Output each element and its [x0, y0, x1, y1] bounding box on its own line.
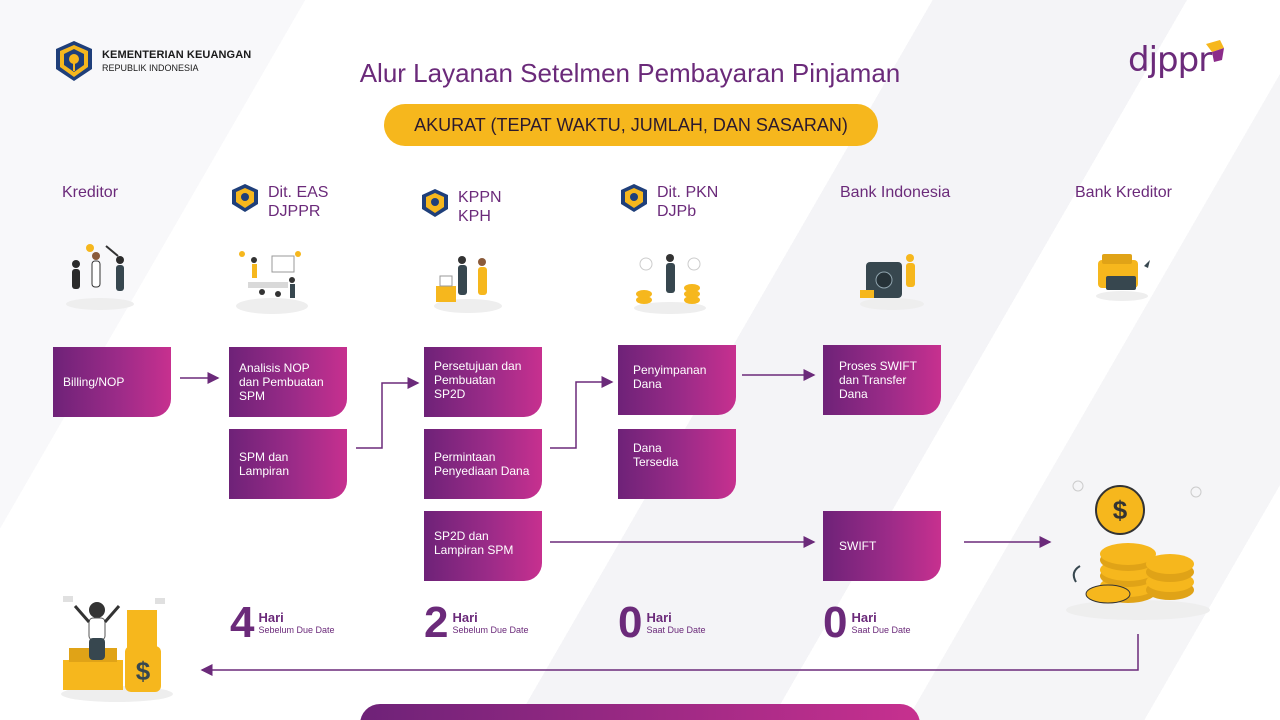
column-header-dit-pkn: Dit. PKN DJPb [619, 183, 718, 221]
kemenkeu-logo: KEMENTERIAN KEUANGAN REPUBLIK INDONESIA [52, 38, 252, 84]
timeline-unit: Hari [452, 609, 478, 625]
column-header-bank-kreditor: Bank Kreditor [1075, 183, 1172, 202]
timeline-days-number: 0 [823, 598, 848, 647]
kemenkeu-emblem-icon [232, 184, 258, 212]
page-title: Alur Layanan Setelmen Pembayaran Pinjama… [359, 58, 901, 88]
vault-safe-illustration [860, 254, 924, 310]
box-permintaan-dana: Permintaan Penyediaan Dana [424, 429, 542, 499]
timeline-dit-eas: 4 Hari Sebelum Due Date [230, 598, 335, 647]
box-proses-swift: Proses SWIFT dan Transfer Dana [823, 345, 941, 415]
column-header-label: Dit. EAS [268, 184, 329, 201]
box-text: Dana [839, 387, 868, 401]
arrow-return-to-kreditor [200, 634, 1139, 676]
bottom-gradient-bar [360, 704, 920, 720]
box-text: SP2D [434, 387, 466, 401]
box-sp2d-lampiran: SP2D dan Lampiran SPM [424, 511, 542, 581]
box-spm-lampiran: SPM dan Lampiran [229, 429, 347, 499]
box-text: SP2D dan [434, 529, 489, 543]
box-text: Lampiran SPM [434, 543, 514, 557]
kemenkeu-emblem-icon [621, 184, 647, 212]
timeline-desc: Sebelum Due Date [258, 624, 335, 635]
box-dana-tersedia: Dana Tersedia [618, 429, 736, 499]
column-header-kppn: KPPN KPH [420, 188, 502, 226]
column-header-sublabel: KPH [458, 208, 491, 225]
djppr-mark-icon [1206, 40, 1224, 62]
timeline-desc: Saat Due Date [646, 624, 706, 635]
box-text: Proses SWIFT [839, 359, 918, 373]
column-header-sublabel: DJPb [657, 203, 697, 220]
timeline-dit-pkn: 0 Hari Saat Due Date [618, 598, 706, 647]
timeline-kppn: 2 Hari Sebelum Due Date [424, 598, 529, 647]
box-text: dan Transfer [839, 373, 907, 387]
accuracy-pill: AKURAT (TEPAT WAKTU, JUMLAH, DAN SASARAN… [384, 104, 878, 146]
timeline-unit: Hari [646, 609, 672, 625]
box-persetujuan-sp2d: Persetujuan dan Pembuatan SP2D [424, 347, 542, 417]
column-header-label: Kreditor [62, 184, 119, 201]
timeline-days-number: 0 [618, 598, 643, 647]
box-text: SWIFT [839, 539, 877, 553]
handshake-deal-illustration [434, 256, 502, 313]
box-text: Permintaan [434, 450, 496, 464]
timeline-days-number: 2 [424, 598, 449, 647]
column-header-label: Dit. PKN [657, 184, 719, 201]
svg-text:$: $ [136, 656, 151, 686]
box-text: SPM dan Lampiran [239, 450, 290, 478]
timeline-bank-indonesia: 0 Hari Saat Due Date [823, 598, 911, 647]
box-text: Penyediaan Dana [434, 464, 530, 478]
column-header-dit-eas: Dit. EAS DJPPR [230, 183, 328, 221]
ministry-name: KEMENTERIAN KEUANGAN [102, 49, 252, 61]
svg-text:$: $ [1113, 495, 1128, 525]
timeline-desc: Saat Due Date [851, 624, 911, 635]
box-text: Tersedia [633, 455, 679, 469]
djppr-wordmark: djppr [1128, 40, 1212, 80]
column-header-label: Bank Indonesia [840, 184, 951, 201]
timeline-desc: Sebelum Due Date [452, 624, 529, 635]
djppr-logo: djppr [1128, 40, 1238, 86]
column-header-kreditor: Kreditor [62, 183, 118, 202]
timeline-unit: Hari [851, 609, 877, 625]
column-header-label: KPPN [458, 189, 502, 206]
box-text: Persetujuan dan [434, 359, 522, 373]
arrow-spm-to-persetujuan [356, 377, 420, 449]
kemenkeu-emblem-icon [422, 189, 448, 217]
ministry-country: REPUBLIK INDONESIA [102, 63, 199, 73]
box-text: Pembuatan [434, 373, 496, 387]
celebrating-person-illustration: $ [61, 596, 173, 702]
box-billing-nop: Billing/NOP [53, 347, 171, 417]
coins-saving-illustration [634, 254, 706, 314]
box-text: Dana [633, 377, 662, 391]
box-text: Dana [633, 441, 662, 455]
box-text: SPM [239, 389, 266, 403]
timeline-unit: Hari [258, 609, 284, 625]
box-text: dan Pembuatan [239, 375, 324, 389]
box-swift: SWIFT [823, 511, 941, 581]
box-text: Billing/NOP [63, 375, 125, 389]
box-analisis-nop: Analisis NOP dan Pembuatan SPM [229, 347, 347, 417]
column-header-bank-indonesia: Bank Indonesia [840, 183, 950, 202]
timeline-days-number: 4 [230, 598, 255, 647]
arrow-permintaan-to-penyimpanan [550, 376, 614, 449]
column-header-sublabel: DJPPR [268, 203, 321, 220]
kemenkeu-emblem-icon [56, 41, 92, 81]
column-header-label: Bank Kreditor [1075, 184, 1172, 201]
coin-stacks-illustration: $ [1066, 480, 1210, 620]
office-team-illustration [236, 251, 308, 314]
box-text: Analisis NOP [239, 361, 310, 375]
box-penyimpanan-dana: Penyimpanan Dana [618, 345, 736, 415]
people-meeting-illustration [66, 244, 134, 310]
box-text: Penyimpanan [633, 363, 707, 377]
wallet-card-illustration [1096, 254, 1150, 301]
